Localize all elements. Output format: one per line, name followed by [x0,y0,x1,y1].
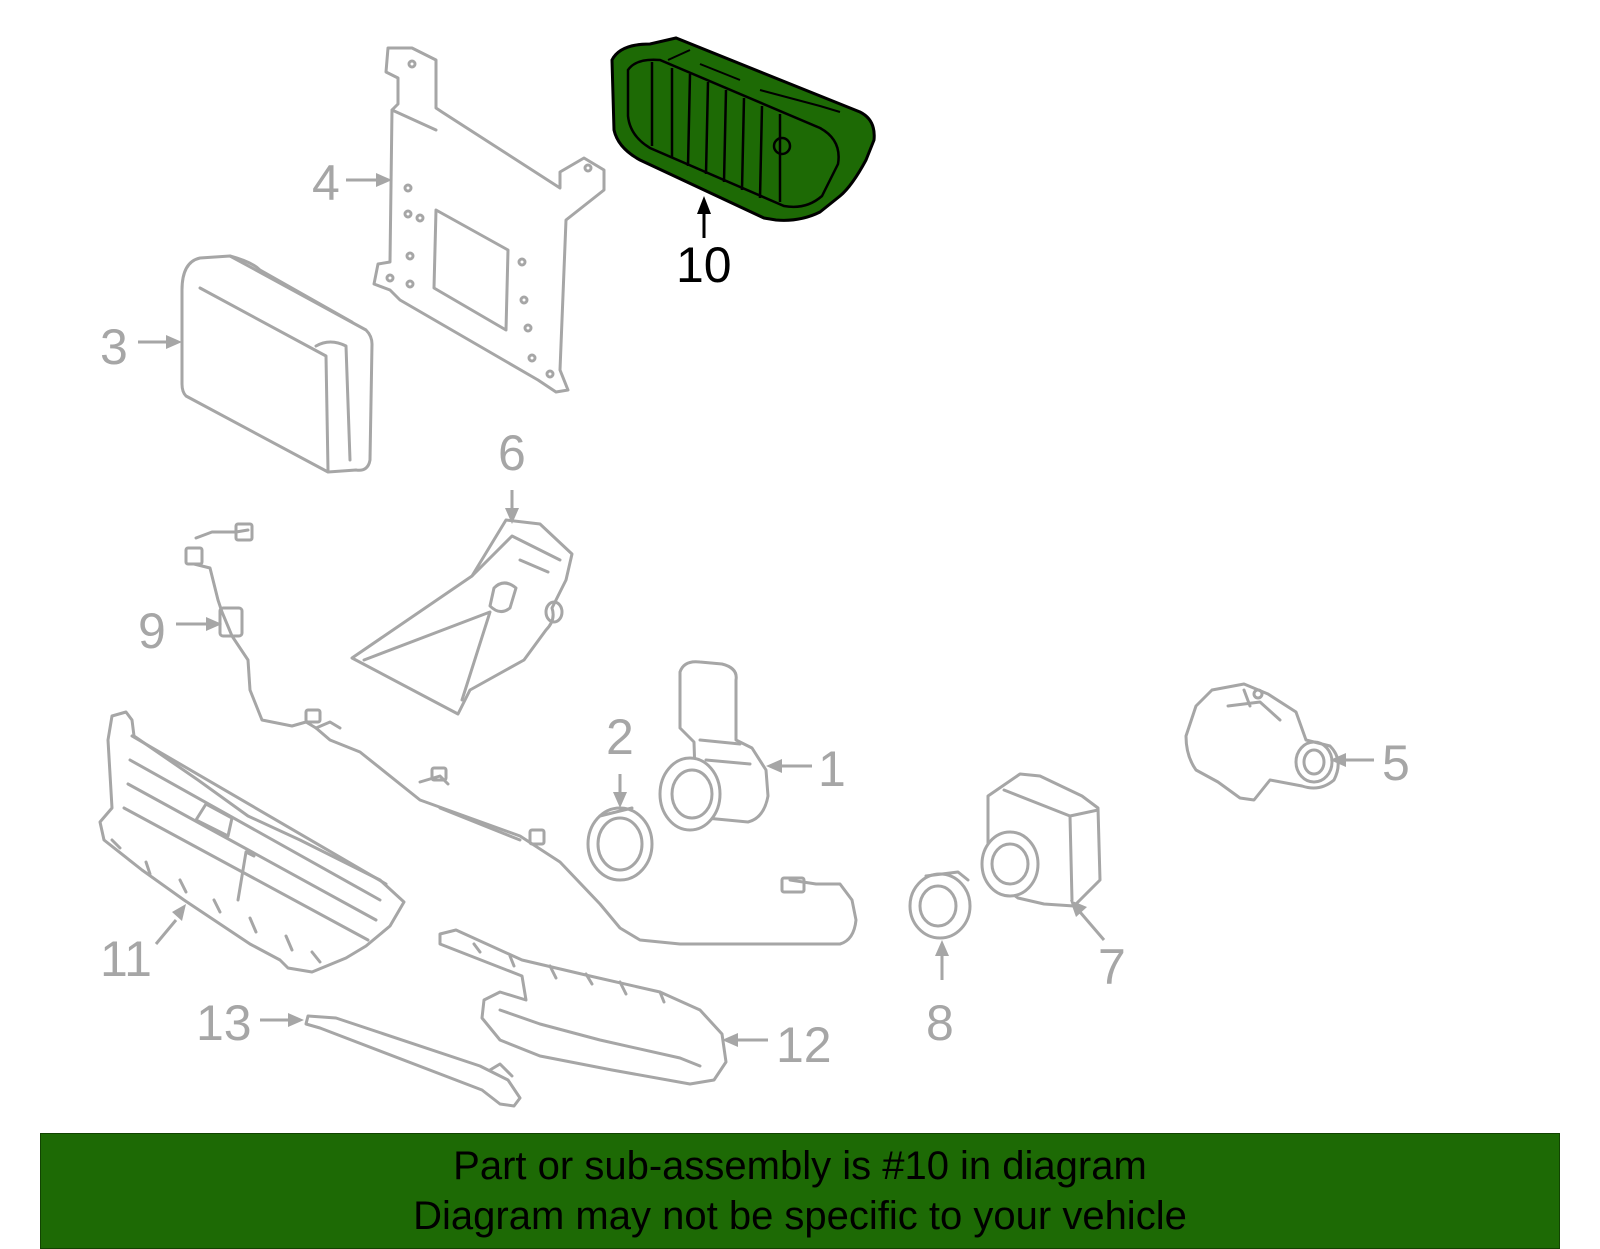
callout-8: 8 [926,995,954,1051]
part-11-lower-grille[interactable] [98,710,406,974]
parts-diagram: 4 3 6 9 1 2 5 7 8 11 12 13 10 [98,36,1410,1108]
part-1-parking-sensor[interactable] [658,660,770,832]
callout-9: 9 [138,603,166,659]
leader-lines [138,173,1374,1047]
part-8-camera-ring[interactable] [908,870,972,940]
callout-11: 11 [100,931,152,987]
callout-7: 7 [1098,939,1126,995]
part-2-sensor-ring[interactable] [586,806,654,882]
callout-3: 3 [100,319,128,375]
part-10-grille-highlighted[interactable] [610,36,876,222]
info-banner: Part or sub-assembly is #10 in diagram D… [40,1133,1560,1249]
part-5-camera[interactable] [1184,682,1340,802]
callout-5: 5 [1382,735,1410,791]
callout-6: 6 [498,425,526,481]
callout-10-highlighted: 10 [676,237,732,293]
banner-disclaimer-text: Diagram may not be specific to your vehi… [413,1194,1187,1238]
callout-numbers: 4 3 6 9 1 2 5 7 8 11 12 13 10 [100,155,1410,1073]
part-7-camera-module[interactable] [980,772,1102,908]
part-12-lower-trim[interactable] [438,928,728,1086]
callout-1: 1 [818,741,846,797]
banner-part-text: Part or sub-assembly is #10 in diagram [453,1144,1147,1188]
part-3-module[interactable] [180,254,374,474]
part-4-mounting-bracket[interactable] [372,46,606,394]
callout-2: 2 [606,709,634,765]
callout-12: 12 [776,1017,832,1073]
callout-4: 4 [312,155,340,211]
part-6-camera-bracket[interactable] [350,518,574,716]
callout-13: 13 [196,995,252,1051]
part-9-wiring-harness[interactable] [184,522,858,946]
part-13-trim-strip[interactable] [304,1014,522,1108]
